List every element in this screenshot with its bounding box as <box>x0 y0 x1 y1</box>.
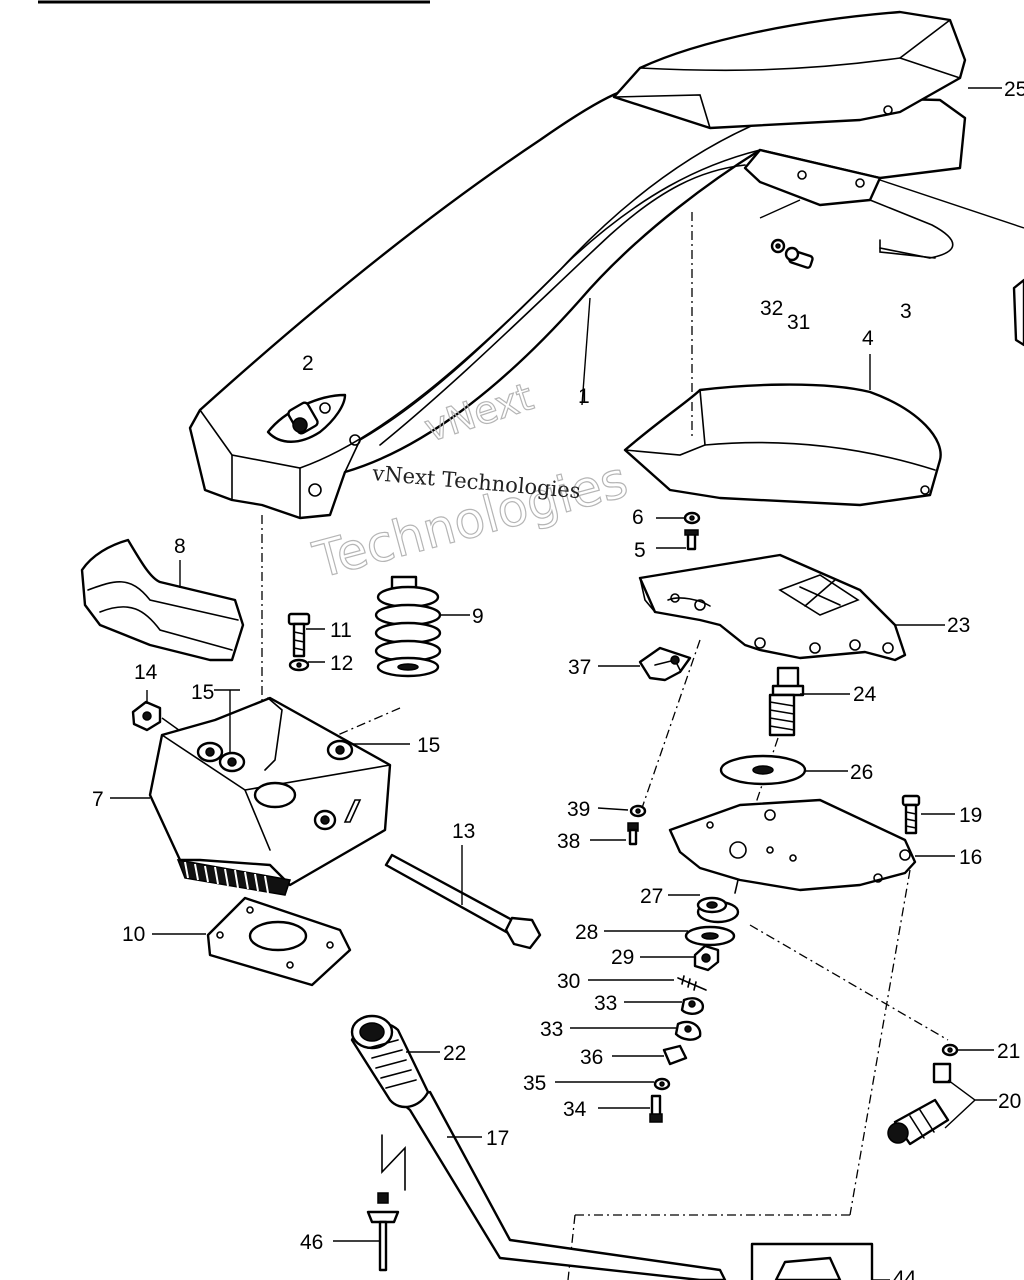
part-26-washer <box>719 754 807 786</box>
part-8-pad <box>80 538 245 662</box>
part-19-screw <box>901 794 921 835</box>
part-34-screw <box>649 1094 663 1123</box>
axis-line-9 <box>567 1214 576 1280</box>
part-30-pin <box>677 975 707 991</box>
part-2-screw <box>287 401 331 435</box>
offpage-part-edge <box>1012 278 1024 347</box>
callout-46: 46 <box>300 1231 323 1254</box>
callout-8: 8 <box>174 535 186 558</box>
callout-1: 1 <box>578 385 590 408</box>
part-10-gasket <box>206 896 352 987</box>
part-4-cover <box>623 383 942 507</box>
part-33-clamp-upper <box>680 997 705 1015</box>
part-12-washer <box>288 658 310 672</box>
part-46-pin <box>366 1192 400 1272</box>
callout-30: 30 <box>557 970 580 993</box>
callout-15-right: 15 <box>417 734 440 757</box>
callout-33-upper: 33 <box>594 992 617 1015</box>
callout-36: 36 <box>580 1046 603 1069</box>
callout-14: 14 <box>134 661 158 684</box>
callout-32: 32 <box>760 297 783 320</box>
callout-33-lower: 33 <box>540 1018 563 1041</box>
part-31-bolt <box>784 246 814 269</box>
part-22-grip <box>350 1014 430 1109</box>
callout-37: 37 <box>568 656 591 679</box>
callout-16: 16 <box>959 846 982 869</box>
part-21-washer <box>941 1043 959 1057</box>
callout-15-left: 15 <box>191 681 214 704</box>
part-32-washer <box>770 238 786 254</box>
callout-6: 6 <box>632 506 644 529</box>
part-36-block <box>662 1044 688 1066</box>
callout-23: 23 <box>947 614 970 637</box>
callout-10: 10 <box>122 923 145 946</box>
callout-20: 20 <box>998 1090 1021 1113</box>
part-7-housing <box>148 696 392 912</box>
part-14-nut <box>131 700 162 732</box>
callout-26: 26 <box>850 761 873 784</box>
callout-21: 21 <box>997 1040 1020 1063</box>
callout-9: 9 <box>472 605 484 628</box>
callout-5: 5 <box>634 539 646 562</box>
callout-labels: 25 3 32 31 4 1 2 6 5 8 9 11 12 23 37 24 … <box>92 78 1024 1280</box>
part-44-box <box>750 1242 874 1280</box>
callout-35: 35 <box>523 1072 546 1095</box>
callout-7: 7 <box>92 788 104 811</box>
callout-34: 34 <box>563 1098 587 1121</box>
part-37-clip <box>638 646 692 682</box>
part-1-tiller-arm <box>188 10 967 520</box>
part-33-clamp-lower <box>674 1020 702 1041</box>
callout-2: 2 <box>302 352 314 375</box>
part-38-screw <box>627 822 639 846</box>
callout-25: 25 <box>1004 78 1024 101</box>
callout-38: 38 <box>557 830 580 853</box>
callout-29: 29 <box>611 946 634 969</box>
part-24-stud <box>768 666 805 737</box>
callout-17: 17 <box>486 1127 509 1150</box>
callout-22: 22 <box>443 1042 466 1065</box>
part-13-long-bolt <box>384 853 542 950</box>
callout-19: 19 <box>959 804 982 827</box>
axis-line-6 <box>749 924 949 1041</box>
axis-line-7 <box>849 869 911 1216</box>
callout-24: 24 <box>853 683 877 706</box>
part-29-nut <box>693 944 720 972</box>
part-6-washer <box>683 511 701 525</box>
part-28-washer <box>684 925 736 947</box>
break-symbol <box>381 1134 406 1191</box>
part-5-screw <box>684 529 699 551</box>
callout-28: 28 <box>575 921 598 944</box>
callout-12: 12 <box>330 652 353 675</box>
part-9-bellows <box>374 575 442 678</box>
part-17-tiller-tube <box>396 1090 727 1280</box>
callout-3: 3 <box>900 300 912 323</box>
part-39-washer <box>629 804 647 818</box>
part-23-plate <box>638 553 907 662</box>
callout-4: 4 <box>862 327 874 350</box>
part-20-fitting <box>887 1062 952 1146</box>
callout-11: 11 <box>330 619 352 642</box>
part-3-wire <box>869 179 1024 259</box>
part-11-bolt <box>287 612 311 658</box>
callout-13: 13 <box>452 820 475 843</box>
part-27-bushing <box>696 896 740 924</box>
callout-31: 31 <box>787 311 810 334</box>
callout-27: 27 <box>640 885 663 908</box>
part-35-washer <box>653 1077 671 1091</box>
callout-44: 44 <box>893 1267 917 1280</box>
part-16-bracket-plate <box>668 798 917 894</box>
callout-39: 39 <box>567 798 590 821</box>
